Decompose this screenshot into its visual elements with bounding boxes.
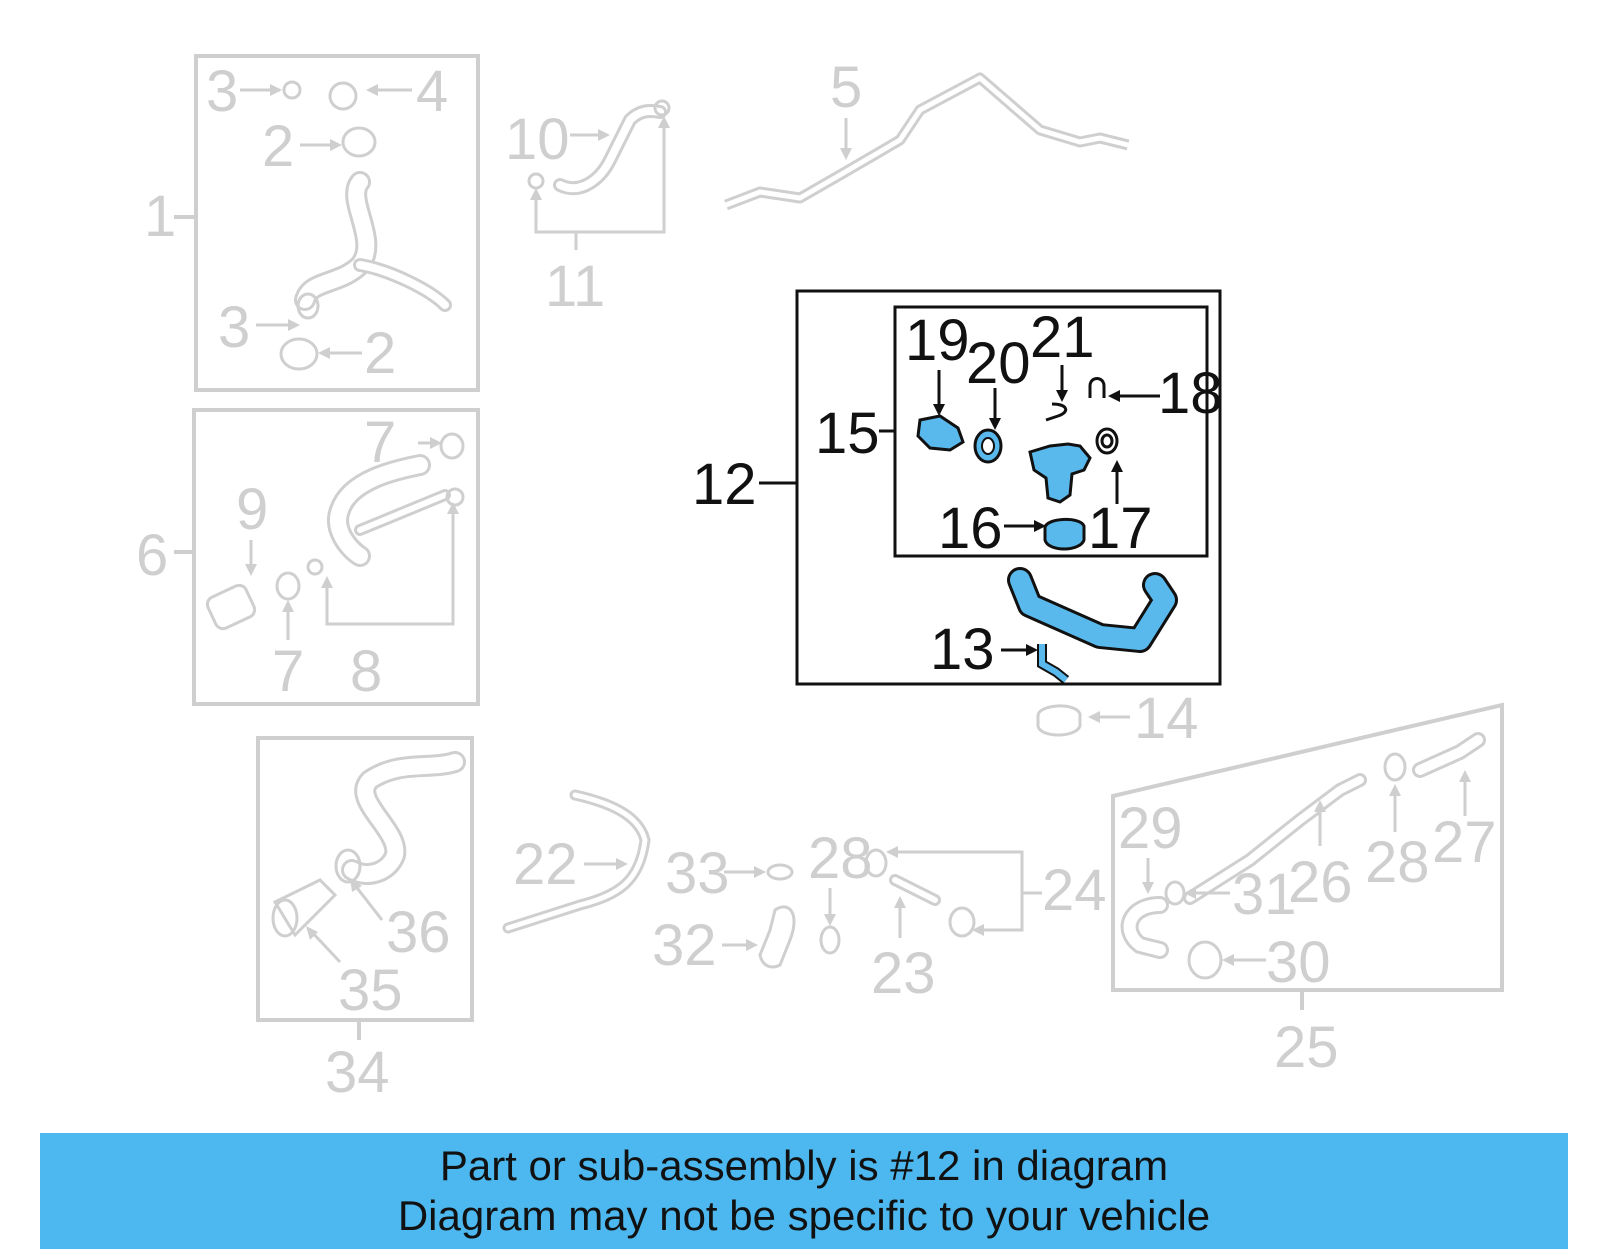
label-28b: 28 [1365, 830, 1430, 895]
part-19-cover [916, 414, 965, 452]
part-14 [1036, 704, 1130, 737]
label-27: 27 [1432, 810, 1497, 875]
part-16-cap [1043, 518, 1086, 551]
label-12: 12 [692, 452, 757, 517]
label-35: 35 [338, 958, 403, 1023]
part-22 [502, 789, 651, 934]
label-34: 34 [325, 1040, 390, 1105]
label-13: 13 [930, 617, 995, 682]
assembly-6 [174, 408, 480, 706]
banner-line-1: Part or sub-assembly is #12 in diagram [439, 1142, 1169, 1189]
label-19: 19 [905, 308, 970, 373]
label-26: 26 [1288, 850, 1353, 915]
label-15: 15 [815, 401, 880, 466]
label-18: 18 [1158, 361, 1223, 426]
label-11: 11 [545, 254, 605, 319]
label-22: 22 [513, 832, 578, 897]
part-5-pipe [724, 72, 1130, 211]
label-17: 17 [1088, 496, 1153, 561]
assembly-1 [174, 54, 480, 392]
label-16: 16 [938, 496, 1003, 561]
label-36: 36 [386, 900, 451, 965]
label-32: 32 [652, 913, 717, 978]
label-7a: 7 [364, 410, 396, 475]
thermostat-housing [1028, 442, 1092, 504]
label-24: 24 [1042, 858, 1107, 923]
label-33: 33 [665, 841, 730, 906]
label-2a: 2 [262, 114, 294, 179]
label-1: 1 [144, 184, 176, 249]
label-30: 30 [1266, 930, 1331, 995]
label-5: 5 [830, 55, 862, 120]
callout-labels: 1 2 2 3 3 4 5 6 7 7 8 9 10 11 12 13 14 1… [136, 55, 1497, 1105]
label-6: 6 [136, 523, 168, 588]
label-10: 10 [505, 107, 570, 172]
label-14: 14 [1134, 686, 1199, 751]
banner-line-2: Diagram may not be specific to your vehi… [397, 1192, 1211, 1239]
label-29: 29 [1118, 796, 1183, 861]
assembly-25 [1111, 702, 1504, 1010]
label-3b: 3 [218, 295, 250, 360]
label-20: 20 [966, 331, 1031, 396]
assembly-24 [722, 846, 1042, 969]
label-23: 23 [871, 941, 936, 1006]
label-21: 21 [1030, 305, 1095, 370]
label-4: 4 [416, 59, 448, 124]
label-3a: 3 [206, 59, 238, 124]
label-9: 9 [236, 477, 268, 542]
label-28a: 28 [808, 826, 873, 891]
label-25: 25 [1274, 1015, 1339, 1080]
info-banner: Part or sub-assembly is #12 in diagram D… [40, 1133, 1568, 1249]
assembly-12-highlight [759, 289, 1222, 686]
assembly-34 [256, 736, 474, 1040]
label-2b: 2 [364, 321, 396, 386]
label-8: 8 [350, 639, 382, 704]
label-7b: 7 [272, 639, 304, 704]
label-31: 31 [1232, 862, 1297, 927]
assembly-10-11 [527, 99, 671, 250]
